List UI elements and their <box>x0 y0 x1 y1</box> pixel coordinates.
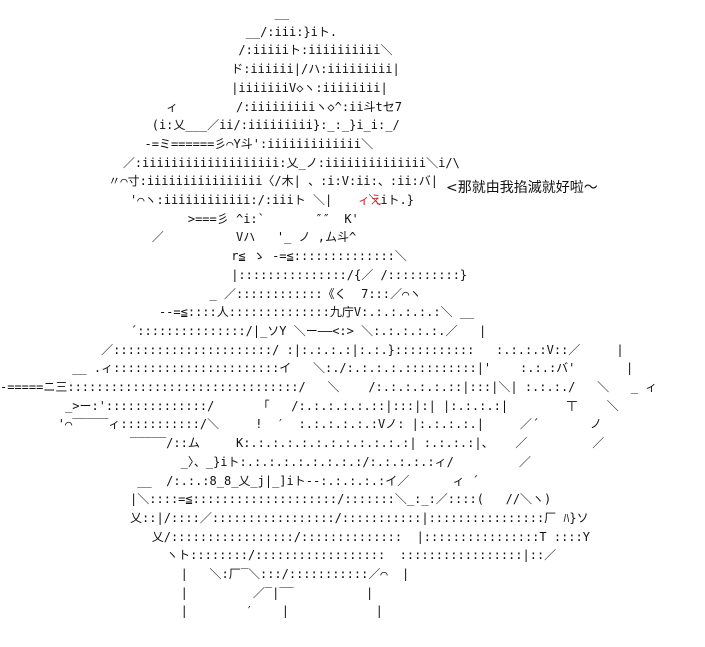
art-line: ド:iiiiii|/ハ:iiiiiiiii| <box>0 62 400 77</box>
art-line: _>ー:'::::::::::::::/ 「 /:.:.:.:.:.::|:::… <box>0 398 619 413</box>
art-line: 〃⌒寸:iiiiiiiiiiiiiiii〈/木| 、:i:V:ii:、:ii:バ… <box>0 174 439 189</box>
art-line: ／::::::::::::::::::::::/ :|:.:.:.:|:.:.}… <box>0 342 624 357</box>
art-line: _〉、_}iト:.:.:.:.:.:.:.:.:/:.:.:.:.:ィ/ ／ <box>0 454 531 469</box>
art-line: | ＼:厂‾＼:::/:::::::::::／⌒ | <box>0 567 410 581</box>
art-line: ‾‾‾‾‾/::ム K:.:.:.:.:.:.:.:.:.:.:.:| :.:.… <box>0 436 605 451</box>
art-line: /:iiiiiト:iiiiiiiiii＼ <box>0 43 393 58</box>
art-line: | ／‾|‾‾ | <box>0 585 374 600</box>
speech-text: <那就由我掐滅就好啦～ <box>446 180 598 196</box>
art-line: -=ミ======彡⌒Y斗':iiiiiiiiiiiii＼ <box>0 136 374 151</box>
art-line: __ .ィ:::::::::::::::::::::::イ ＼:./:.:.:.… <box>0 361 634 376</box>
art-line: |iiiiiiiV◇ヽ:iiiiiiii| <box>0 80 388 95</box>
art-line: ／ Vハ '_ ノ ,ム斗^ <box>0 230 357 245</box>
art-line: ´:::::::::::::::/|_ソY ＼ー――<:> ＼:.:.:.:.:… <box>0 323 487 338</box>
art-line: | ′ | | <box>0 604 383 619</box>
art-line: ヽト::::::::/:::::::::::::::::: ::::::::::… <box>0 548 557 563</box>
art-line: __/:iii:}iト. <box>0 24 338 39</box>
art-line: ／:iiiiiiiiiiiiiiiiiii:乂_ノ:iiiiiiiiiiiiii… <box>0 155 460 170</box>
art-line: ィ /:iiiiiiiiiヽ◇^:ii斗tセ7 <box>0 99 403 114</box>
art-line: __ <box>0 6 289 20</box>
red-accent-text: ィえ <box>358 193 383 207</box>
art-line: __ /:.:.:8_8_乂_j|_]iト--:.:.:.:.:イ／ ィ ´ <box>0 473 480 488</box>
art-line: --=≦::::人::::::::::::::九庁V:.:.:.:.:.:＼ _… <box>0 305 475 320</box>
art-line: '⌒ヽ:iiiiiiiiiiii:/:iiiト ＼| ＼iト.} <box>0 193 415 207</box>
art-line: 乂/:::::::::::::::::/:::::::::::::: |::::… <box>0 529 590 544</box>
art-line: |＼::::=≦::::::::::::::::::::/:::::::＼_:_… <box>0 492 552 507</box>
art-line: '⌒‾‾‾‾‾ィ:::::::::::/＼ ! ′ :.:.:.:.:.:Vノ:… <box>0 417 602 432</box>
art-line: >===彡 ^i:` ″″ K' <box>0 211 359 226</box>
art-line: _ ／::::::::::::《く 7:::／⌒ヽ <box>0 286 422 301</box>
art-line: (i:乂___／ii/:iiiiiiiii}:_:_}i_i:_/ <box>0 118 400 133</box>
art-line: |:::::::::::::::/{／ /::::::::::} <box>0 267 468 282</box>
art-line: -=====ニ三::::::::::::::::::::::::::::::::… <box>0 380 658 394</box>
art-line: 乂::|/::::／:::::::::::::::::/:::::::::::|… <box>0 510 589 525</box>
art-line: r≦ ゝ -=≦::::::::::::::＼ <box>0 249 407 264</box>
